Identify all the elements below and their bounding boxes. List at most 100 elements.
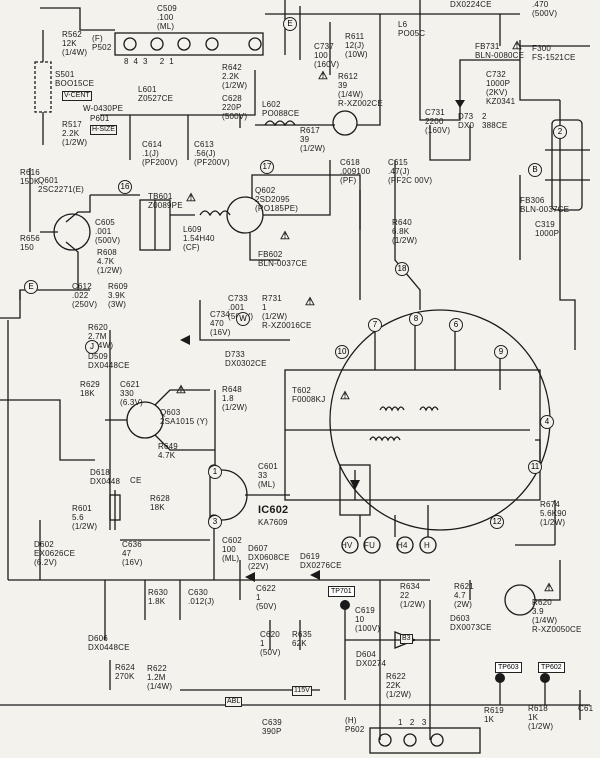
- warning-icon-q603: ⚠: [176, 384, 187, 396]
- r619-label: R619 1K: [484, 706, 504, 724]
- r656-label: R656 150: [20, 234, 40, 252]
- r608-label: R608 4.7K (1/2W): [97, 248, 123, 275]
- h-pin-label: H: [424, 541, 430, 550]
- r648-label: R648 1.8 (1/2W): [222, 385, 248, 412]
- d619-label: D619 DX0276CE: [300, 552, 342, 570]
- c639-label: C639 390P: [262, 718, 282, 736]
- warning-icon-f300: ⚠: [512, 40, 523, 52]
- l609-label: L609 1.54H40 (CF): [183, 225, 215, 252]
- warning-icon-t602: ⚠: [340, 390, 351, 402]
- r622b-label: R622 22K (1/2W): [386, 672, 412, 699]
- node-17: 17: [260, 160, 274, 174]
- c621-label: C621 330 (6.3V): [120, 380, 143, 407]
- r621-label: R621 4.7 (2W): [454, 582, 474, 609]
- d618-label: D618 DX0448: [90, 468, 121, 486]
- b3-box: B3: [400, 634, 413, 644]
- q601-label: Q601 2SC2271(E): [38, 176, 85, 194]
- node-16: 16: [118, 180, 132, 194]
- node-8: 8: [409, 312, 423, 326]
- v115-label: 115V: [292, 686, 312, 696]
- c619-label: C619 10 (100V): [355, 606, 381, 633]
- c601-label: C601 33 (ML): [258, 462, 278, 489]
- d606-label: D606 DX0448CE: [88, 634, 130, 652]
- d733-label: D733 DX0302CE: [225, 350, 267, 368]
- r612-label: R612 39 (1/4W) R-XZ002CE: [338, 72, 383, 108]
- warning-icon-r731: ⚠: [305, 296, 316, 308]
- node-4: 4: [540, 415, 554, 429]
- r628-label: R628 18K: [150, 494, 170, 512]
- r617-label: R617 39 (1/2W): [300, 126, 326, 153]
- node-e-top: E: [283, 17, 297, 31]
- tp603-label: TP603: [495, 662, 522, 673]
- r609-label: R609 3.9K (3W): [108, 282, 128, 309]
- node-w: W: [236, 312, 250, 326]
- node-10: 10: [335, 345, 349, 359]
- c509-label: C509 .100 (ML): [157, 4, 177, 31]
- warning-icon-tb601: ⚠: [186, 192, 197, 204]
- d603-label: D603 DX0073CE: [450, 614, 492, 632]
- h-size-label: H-SIZE: [90, 125, 117, 135]
- p502-pin-1: [248, 37, 262, 51]
- node-ic-3: 3: [208, 515, 222, 529]
- p601-label: P601: [90, 114, 110, 123]
- c732-label: C732 1000P (2KV) KZ0341: [486, 70, 516, 106]
- ic602-part: KA7609: [258, 518, 288, 527]
- node-b: B: [528, 163, 542, 177]
- c615-label: C615 .47(J) (PF2C 00V): [388, 158, 433, 185]
- warning-icon-q602: ⚠: [280, 230, 291, 242]
- d73-label: D73 DX0: [458, 112, 475, 130]
- q603-transistor-symbol: [126, 401, 164, 439]
- hv-pin-label: HV: [341, 541, 353, 550]
- abl-label: ABL: [225, 697, 243, 707]
- warning-icon-r612: ⚠: [318, 70, 329, 82]
- q602-label: Q602 2SD2095 (RO185PE): [255, 186, 299, 213]
- r674-label: R674 5.6K90 (1/2W): [540, 500, 567, 527]
- tb601-label: TB601 Z0089PE: [148, 192, 183, 210]
- dx0224-label: DX0224CE: [450, 0, 492, 9]
- r731-label: R731 1 (1/2W) R-XZ0016CE: [262, 294, 312, 330]
- p502-label: (F) P502: [92, 34, 112, 52]
- r620-fuse-resistor-symbol: [504, 584, 536, 616]
- node-e-left: E: [24, 280, 38, 294]
- c61-label: C61: [578, 704, 594, 713]
- c628-label: C628 220P (500V): [222, 94, 248, 121]
- p502-connector-housing: [114, 32, 264, 56]
- r630-label: R630 1.8K: [148, 588, 168, 606]
- r624-label: R624 270K: [115, 663, 135, 681]
- r562-label: R562 12K (1/4W): [62, 30, 88, 57]
- r517-label: R517 2.2K (1/2W): [62, 120, 88, 147]
- node-18: 18: [395, 262, 409, 276]
- c630-label: C630 .012(J): [188, 588, 215, 606]
- c613-label: C613 .56(J) (PF200V): [194, 140, 230, 167]
- l6-label: L6 PO05C: [398, 20, 426, 38]
- d604-label: D604 DX0274: [356, 650, 387, 668]
- node-ic-1: 1: [208, 465, 222, 479]
- ic602-body: [209, 469, 248, 521]
- p502-pin-3: [177, 37, 191, 51]
- d602-label: D602 EX0626CE (6.2V): [34, 540, 76, 567]
- r616-label: R616 150K: [20, 168, 40, 186]
- s501-label: S501 BOO15CE: [55, 70, 95, 88]
- t602-label: T602 F0008KJ: [292, 386, 326, 404]
- r611-label: R611 12(J) (10W): [345, 32, 368, 59]
- l602-label: L602 PO088CE: [262, 100, 300, 118]
- c731-label: C731 2200 (160V): [425, 108, 451, 135]
- r618-label: R618 1K (1/2W): [528, 704, 554, 731]
- c734-label: C734 470 (16V): [210, 310, 231, 337]
- r634-label: R634 22 (1/2W): [400, 582, 426, 609]
- c605-label: C605 .001 (500V): [95, 218, 121, 245]
- deflection-yoke-outline: [329, 309, 551, 531]
- w0430-label: W-0430PE: [83, 104, 124, 113]
- c602-label: C602 100 (ML): [222, 536, 242, 563]
- r620-label: R620 2.7M (1/4W): [88, 323, 114, 350]
- p502-pin-2: [205, 37, 219, 51]
- r612-thermistor-symbol: [332, 110, 358, 136]
- r620b-label: R620 3.9 (1/4W) R-XZ0050CE: [532, 598, 582, 634]
- r642-label: R642 2.2K (1/2W): [222, 63, 248, 90]
- d509-label: D509 DX0448CE: [88, 352, 130, 370]
- r635-label: R635 62K: [292, 630, 312, 648]
- p502-pin-4: [150, 37, 164, 51]
- fb306-label: FB306 BLN-0037CE: [520, 196, 570, 214]
